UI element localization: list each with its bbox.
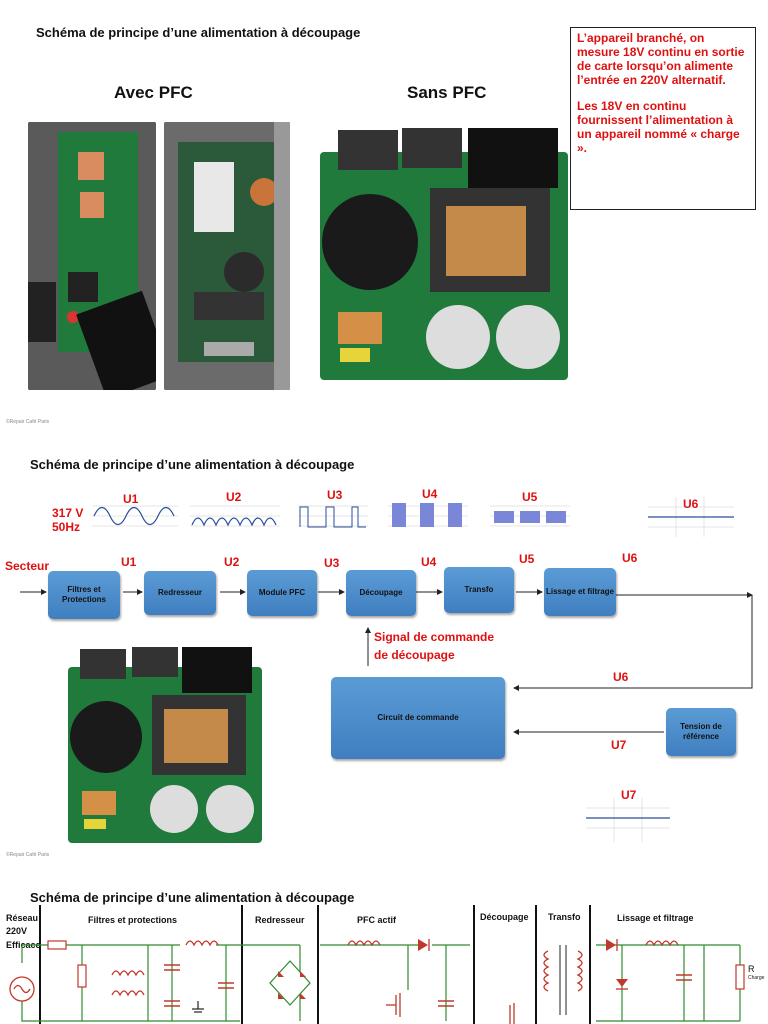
block-lissage-filtrage: Lissage et filtrage (544, 568, 616, 616)
reference-arrow (513, 729, 664, 735)
copyright-2: ©Repair Café Paris (6, 852, 50, 858)
block-tension-reference: Tension de référence (666, 708, 736, 756)
wave-label-u5: U5 (522, 490, 538, 504)
input-frequency: 50Hz (52, 520, 81, 534)
photo-pcb-avec-pfc-right (164, 122, 290, 390)
note-paragraph-1: L’appareil branché, on mesure 18V contin… (577, 31, 745, 87)
feedback-label-u7: U7 (611, 738, 627, 752)
photo-pcb-avec-pfc-left (28, 122, 156, 390)
note-paragraph-2: Les 18V en continu fournissent l’aliment… (577, 99, 740, 155)
load-r-label: R (748, 964, 755, 974)
waveform-u5 (490, 505, 570, 527)
load-charge-label: Charge (748, 975, 765, 981)
copyright-1: ©Repair Café Paris (6, 419, 50, 425)
signal-commande-line1: Signal de commande (374, 630, 495, 644)
stage-label-u1: U1 (121, 555, 137, 569)
wave-label-u3: U3 (327, 488, 343, 502)
stage-label-u2: U2 (224, 555, 240, 569)
slide3-title: Schéma de principe d’une alimentation à … (30, 890, 355, 905)
stage-label-u5: U5 (519, 552, 535, 566)
label-sans-pfc: Sans PFC (407, 83, 487, 102)
block-module-pfc: Module PFC (247, 570, 317, 616)
section-redresseur: Redresseur (255, 915, 305, 925)
block-filtres-protections: Filtres et Protections (48, 571, 120, 619)
slide1-title: Schéma de principe d’une alimentation à … (36, 25, 361, 40)
block-arrows (20, 589, 753, 691)
section-decoupage: Découpage (480, 912, 529, 922)
schematic-diagram (9, 905, 745, 1024)
note-box: L’appareil branché, on mesure 18V contin… (570, 27, 756, 210)
waveform-u6 (648, 497, 734, 537)
block-circuit-commande: Circuit de commande (331, 677, 505, 759)
block-transfo: Transfo (444, 567, 514, 613)
feedback-label-u6: U6 (613, 670, 629, 684)
waveform-u7 (586, 798, 670, 842)
section-lissage-filtrage: Lissage et filtrage (617, 913, 694, 923)
stage-label-u3: U3 (324, 556, 340, 570)
section-pfc-actif: PFC actif (357, 915, 397, 925)
block-decoupage: Découpage (346, 570, 416, 616)
stage-label-u6: U6 (622, 551, 638, 565)
waveform-u3 (298, 505, 368, 528)
slide2-title: Schéma de principe d’une alimentation à … (30, 457, 355, 472)
photo-pcb-slide2 (66, 645, 264, 845)
wave-label-u7: U7 (621, 788, 637, 802)
wave-label-u6: U6 (683, 497, 699, 511)
wave-label-u4: U4 (422, 487, 438, 501)
waveform-u1 (92, 505, 178, 527)
waveform-u2 (190, 505, 280, 527)
wave-label-u1: U1 (123, 492, 139, 506)
section-filtres-protections: Filtres et protections (88, 915, 178, 925)
stage-label-u4: U4 (421, 555, 437, 569)
signal-commande-line2: de découpage (374, 648, 455, 662)
waveform-u4 (388, 503, 468, 527)
block-redresseur: Redresseur (144, 571, 216, 615)
reseau-line1: Réseau (6, 913, 39, 923)
secteur-label: Secteur (5, 559, 50, 573)
reseau-line2: 220V (6, 926, 28, 936)
wave-label-u2: U2 (226, 490, 242, 504)
label-avec-pfc: Avec PFC (114, 83, 193, 102)
input-voltage: 317 V (52, 506, 84, 520)
photo-pcb-sans-pfc (318, 122, 572, 384)
section-transfo: Transfo (548, 912, 581, 922)
